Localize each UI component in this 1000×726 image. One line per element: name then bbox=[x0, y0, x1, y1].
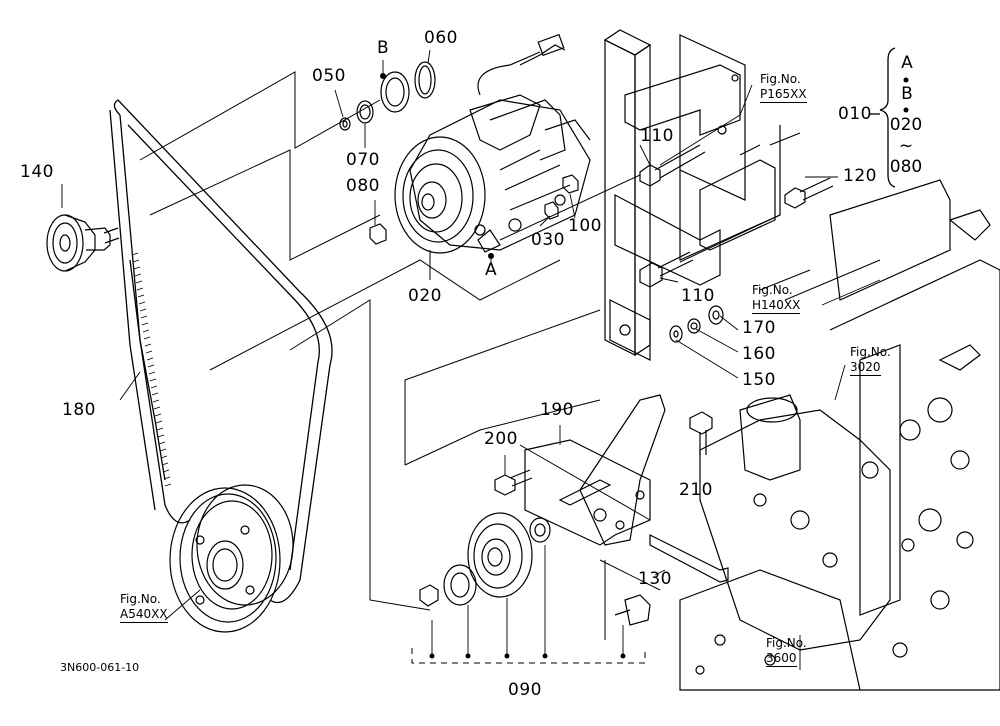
part-label-060: 060 bbox=[424, 28, 458, 48]
fig-ref-a540xx: Fig.No. A540XX bbox=[120, 592, 168, 623]
tension-pulley bbox=[419, 512, 551, 607]
stack-letter-a: A bbox=[901, 53, 913, 73]
part-label-030: 030 bbox=[531, 230, 565, 250]
fig-ref-h140xx: Fig.No. H140XX bbox=[752, 283, 801, 314]
mounting-bracket bbox=[603, 29, 781, 361]
part-label-170: 170 bbox=[742, 318, 776, 338]
part-label-080: 080 bbox=[346, 176, 380, 196]
callout-letter-a-compressor: A bbox=[485, 260, 498, 280]
crank-pulley bbox=[169, 484, 294, 633]
stack-letter-b: B bbox=[901, 84, 913, 104]
part-label-160: 160 bbox=[742, 344, 776, 364]
part-label-150: 150 bbox=[742, 370, 776, 390]
part-label-010: 010 bbox=[838, 104, 872, 124]
part-label-200: 200 bbox=[484, 429, 518, 449]
fig-ref-3020: Fig.No. 3020 bbox=[850, 345, 891, 376]
fig-ref-p165xx: Fig.No. P165XX bbox=[760, 72, 807, 103]
seal-rings bbox=[339, 61, 436, 131]
part-label-120: 120 bbox=[843, 166, 877, 186]
stack-range-to: 080 bbox=[889, 157, 923, 177]
v-belt bbox=[109, 99, 333, 604]
fig-ref-3600: Fig.No. 3600 bbox=[766, 636, 807, 667]
part-label-020: 020 bbox=[408, 286, 442, 306]
part-label-130: 130 bbox=[638, 569, 672, 589]
label-leaders bbox=[61, 49, 881, 670]
ac-compressor bbox=[394, 33, 591, 254]
part-label-090: 090 bbox=[508, 680, 542, 700]
part-label-140: 140 bbox=[20, 162, 54, 182]
tension-bracket bbox=[524, 394, 666, 546]
callout-letter-b-top: B bbox=[377, 38, 390, 58]
part-label-180: 180 bbox=[62, 400, 96, 420]
part-label-070: 070 bbox=[346, 150, 380, 170]
group-090-brace bbox=[411, 648, 646, 664]
bolts-lower bbox=[494, 411, 729, 626]
stack-range-from: 020 bbox=[889, 115, 923, 135]
part-label-050: 050 bbox=[312, 66, 346, 86]
part-label-110-lower: 110 bbox=[681, 286, 715, 306]
drawing-code: 3N600-061-10 bbox=[60, 661, 140, 674]
idler-pulley bbox=[46, 214, 120, 272]
stack-tilde: ~ bbox=[898, 136, 914, 156]
part-label-210: 210 bbox=[679, 480, 713, 500]
part-label-110-upper: 110 bbox=[640, 126, 674, 146]
engine-block bbox=[679, 179, 1000, 691]
bracket-stack bbox=[870, 47, 896, 188]
fasteners bbox=[369, 144, 834, 343]
belt-ribs bbox=[131, 252, 172, 487]
part-label-100: 100 bbox=[568, 216, 602, 236]
part-label-190: 190 bbox=[540, 400, 574, 420]
